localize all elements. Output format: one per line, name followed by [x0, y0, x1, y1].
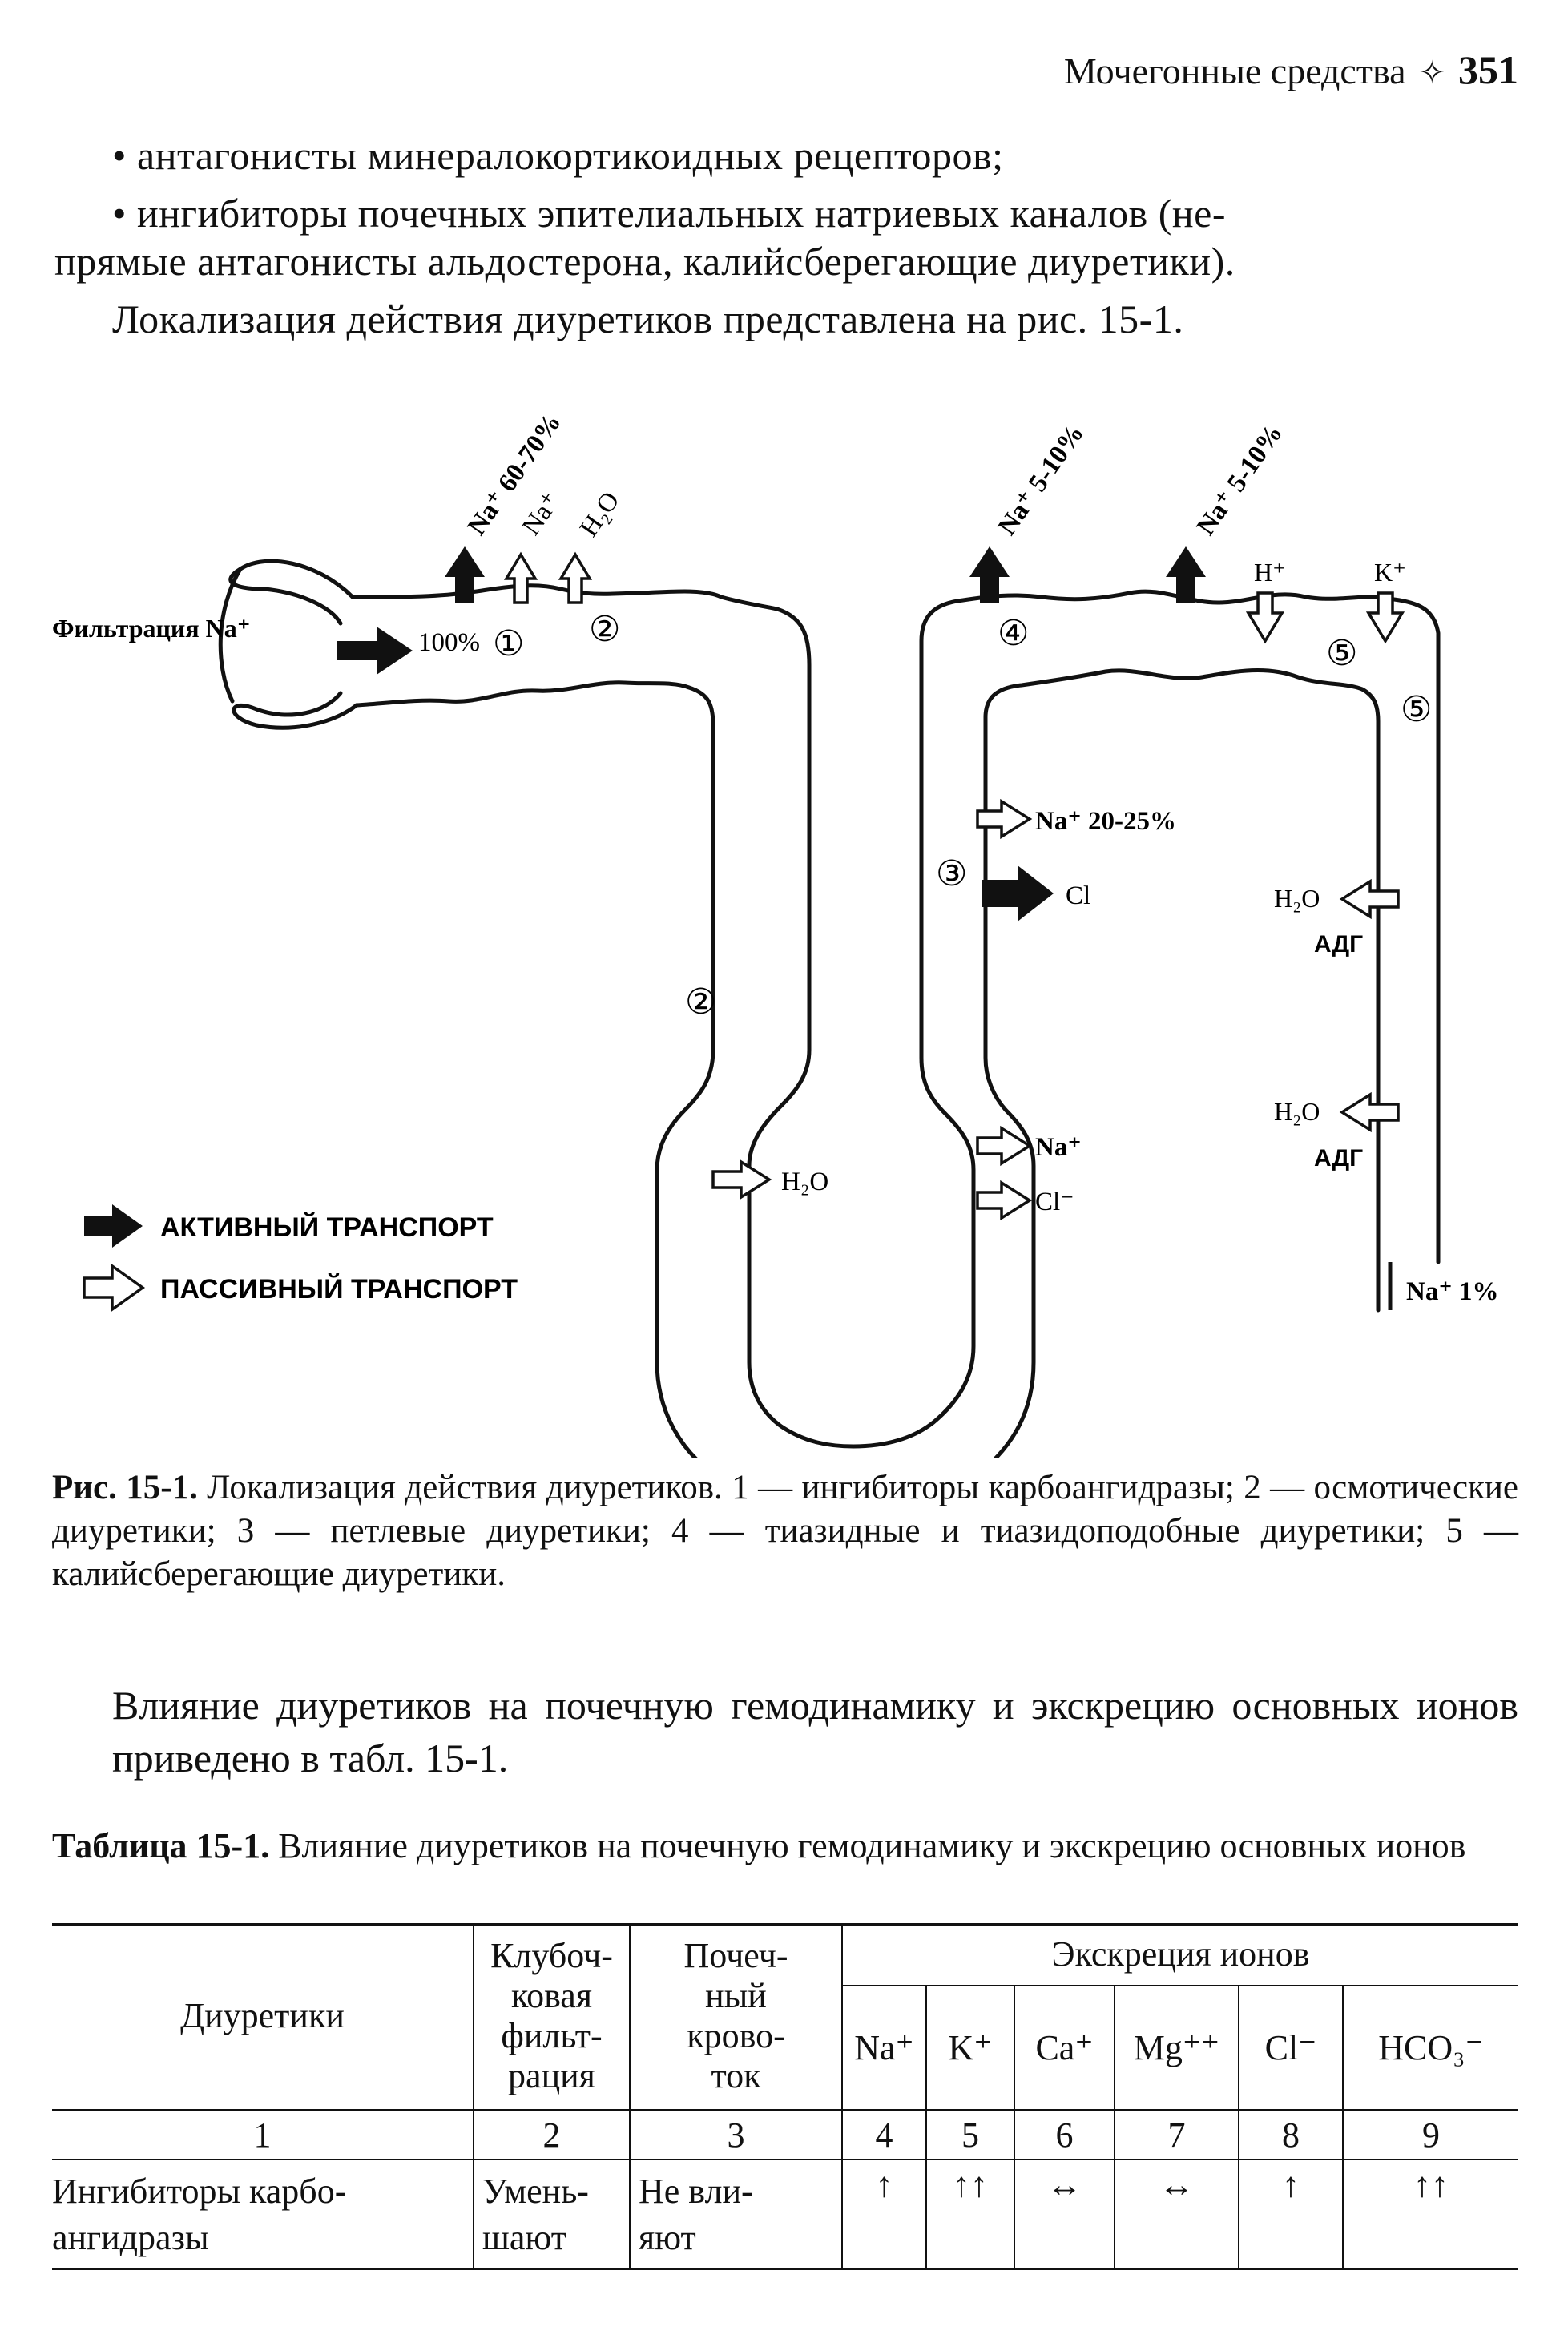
active-arrow-na-4	[969, 546, 1010, 603]
k-label: K⁺	[1374, 558, 1406, 587]
th-glomerular: Клубоч- ковая фильт- рация	[490, 1936, 613, 2095]
row-value: ↑	[875, 2165, 893, 2204]
adg-1: АДГ	[1314, 931, 1363, 958]
col-number: 2	[542, 2115, 561, 2155]
table-caption-label: Таблица 15-1.	[52, 1826, 270, 1865]
legend-passive-arrow	[83, 1263, 146, 1313]
passive-arrow-h2o-adg2	[1339, 1091, 1400, 1133]
passive-arrow-na-2025	[976, 798, 1033, 840]
col-number: 6	[1055, 2115, 1074, 2155]
paragraph-2: Влияние диуретиков на почечную гемодинам…	[112, 1683, 1518, 1781]
active-arrow-na-5	[1166, 546, 1206, 603]
h-label: H⁺	[1254, 558, 1286, 587]
bullet-item: • антагонисты минералокортикоидных рецеп…	[112, 133, 1004, 178]
adg-2: АДГ	[1314, 1145, 1363, 1172]
bowman-capsule-shape	[228, 559, 359, 730]
th-ion: HCO₃⁻	[1378, 2027, 1484, 2067]
col-number: 9	[1422, 2115, 1440, 2155]
col-number: 7	[1167, 2115, 1186, 2155]
col-number: 8	[1282, 2115, 1300, 2155]
figure-caption-text: Локализация действия диуретиков. 1 — инг…	[52, 1469, 1519, 1593]
h2o-adg-1: H₂O	[1274, 884, 1320, 913]
col-number: 5	[961, 2115, 979, 2155]
th-ion: Ca⁺	[1035, 2027, 1094, 2067]
passive-arrow-na	[503, 551, 538, 604]
intro-text: Локализация действия диуретиков представ…	[112, 296, 1184, 341]
marker-5-b: ⑤	[1401, 690, 1432, 729]
col-number: 3	[727, 2115, 745, 2155]
row-value: ↑↑	[953, 2165, 988, 2204]
marker-5-a: ⑤	[1326, 634, 1357, 673]
table-caption: Таблица 15-1. Влияние диуретиков на поче…	[52, 1823, 1518, 1869]
cl-minus-label: Cl⁻	[1035, 1188, 1074, 1216]
active-arrow-cl	[982, 865, 1054, 922]
th-diuretics: Диуретики	[180, 1996, 345, 2035]
passive-arrow-cl-asc	[976, 1180, 1033, 1221]
h2o-descending-label: H₂O	[781, 1168, 828, 1196]
marker-2-desc: ②	[685, 982, 716, 1022]
row-renal-flow: Не вли- яют	[639, 2171, 753, 2257]
th-ion: Mg⁺⁺	[1133, 2027, 1220, 2067]
legend-active-arrow	[84, 1204, 143, 1248]
header-ornament: ✧	[1418, 54, 1445, 91]
th-ion: Cl⁻	[1264, 2027, 1317, 2067]
marker-1: ①	[493, 624, 524, 663]
filtration-arrow	[337, 627, 413, 675]
na-1-label: Na⁺ 1%	[1406, 1277, 1499, 1306]
na-plus-label: Na⁺	[1035, 1133, 1082, 1162]
percent-100: 100%	[418, 628, 480, 657]
row-value: ↑	[1282, 2165, 1300, 2204]
th-ion: K⁺	[948, 2027, 993, 2067]
th-renal-flow: Почеч- ный крово- ток	[683, 1936, 788, 2095]
row-glomerular: Умень- шают	[482, 2171, 589, 2257]
bullet-list: • антагонисты минералокортикоидных рецеп…	[54, 132, 1518, 342]
filtration-label: Фильтрация Na⁺	[52, 614, 251, 643]
active-arrows	[84, 546, 1206, 1248]
active-arrow-na-1	[445, 546, 485, 603]
passive-arrow-h2o-desc	[711, 1159, 772, 1200]
col-number: 1	[253, 2115, 272, 2155]
running-header: Мочегонные средства ✧ 351	[881, 46, 1518, 103]
marker-3: ③	[936, 854, 967, 893]
marker-4: ④	[998, 614, 1029, 653]
passive-arrow-h	[1245, 591, 1285, 644]
row-value: ↑↑	[1413, 2165, 1449, 2204]
figure-caption: Рис. 15-1. Локализация действия диуретик…	[52, 1466, 1518, 1596]
marker-2-top: ②	[589, 610, 620, 649]
passive-arrows	[83, 551, 1405, 1313]
col-number: 4	[875, 2115, 893, 2155]
bullet-continuation: прямые антагонисты альдостерона, калийсб…	[54, 239, 1235, 284]
row-value: ↔	[1159, 2165, 1195, 2204]
th-ion: Na⁺	[854, 2027, 914, 2067]
row-name: Ингибиторы карбо- ангидразы	[52, 2171, 347, 2257]
na-20-25-label: Na⁺ 20-25%	[1035, 807, 1176, 836]
legend-active-label: АКТИВНЫЙ ТРАНСПОРТ	[160, 1212, 494, 1243]
legend-passive-label: ПАССИВНЫЙ ТРАНСПОРТ	[160, 1273, 518, 1305]
passive-arrow-na-asc	[976, 1125, 1033, 1167]
passive-arrow-h2o-top	[558, 551, 593, 604]
h2o-adg-2: H₂O	[1274, 1097, 1320, 1126]
th-excretion: Экскреция ионов	[1051, 1934, 1310, 1974]
row-value: ↔	[1046, 2165, 1082, 2204]
page-number: 351	[1458, 47, 1518, 92]
cl-label: Cl	[1066, 881, 1090, 910]
table-15-1: Диуретики Клубоч- ковая фильт- рация Поч…	[52, 1923, 1518, 2316]
header-title: Мочегонные средства	[1063, 50, 1406, 91]
nephron-diagram: Фильтрация Na⁺ 100% Na⁺ 60-70% Na⁺ H₂O N…	[0, 393, 1568, 1458]
bullet-item: • ингибиторы почечных эпителиальных натр…	[112, 191, 1226, 236]
passive-arrow-k	[1365, 591, 1405, 644]
figure-caption-label: Рис. 15-1.	[52, 1469, 198, 1506]
table-caption-text: Влияние диуретиков на почечную гемодинам…	[278, 1826, 1466, 1865]
passive-arrow-h2o-adg1	[1339, 878, 1400, 920]
